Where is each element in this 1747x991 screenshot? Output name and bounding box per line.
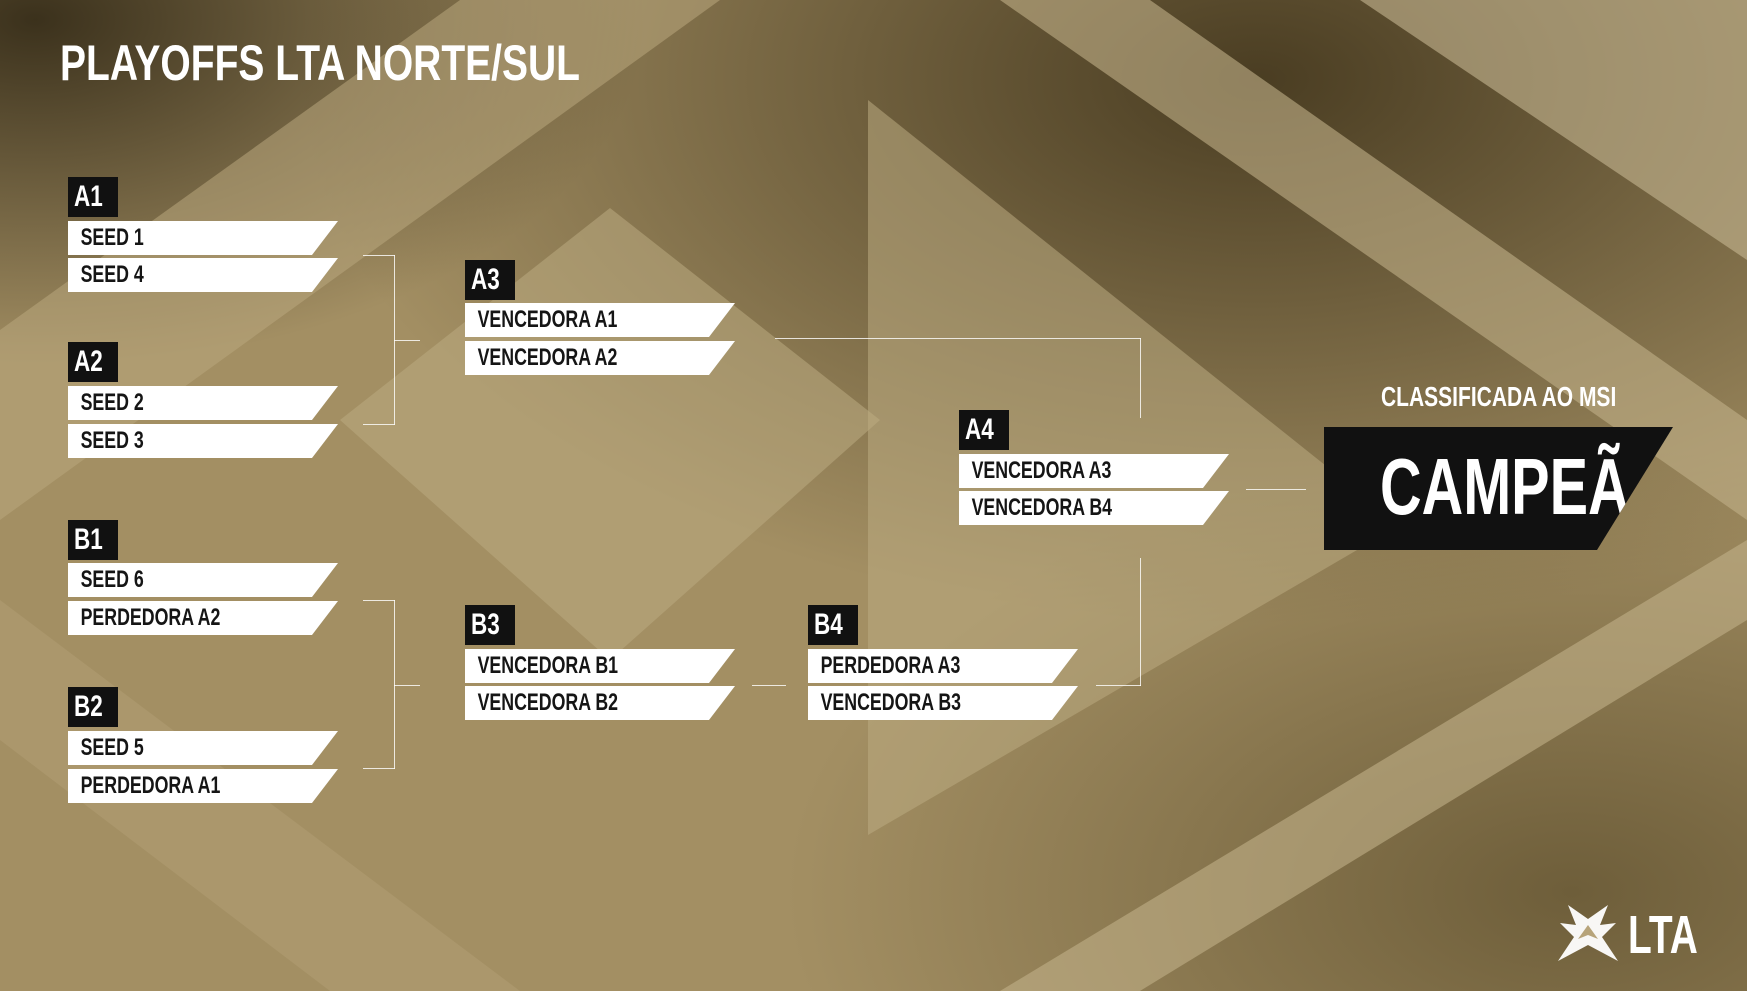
connector-line: [363, 255, 395, 256]
connector-line: [394, 685, 420, 686]
match-id-b4: B4: [808, 605, 859, 645]
match-b1-slot-2[interactable]: PERDEDORA A2: [68, 601, 338, 635]
connector-line: [775, 338, 1141, 339]
match-a2-slot-1[interactable]: SEED 2: [68, 386, 338, 420]
match-a2-slot-2[interactable]: SEED 3: [68, 424, 338, 458]
match-id-a2: A2: [68, 342, 119, 382]
match-id-a3: A3: [465, 260, 516, 300]
match-a4-slot-2[interactable]: VENCEDORA B4: [959, 491, 1229, 525]
match-a3-slot-2[interactable]: VENCEDORA A2: [465, 341, 735, 375]
connector-line: [1096, 685, 1141, 686]
lta-logo-icon: [1558, 905, 1618, 961]
connector-line: [1140, 338, 1141, 418]
connector-line: [394, 340, 420, 341]
match-b4-slot-1[interactable]: PERDEDORA A3: [808, 649, 1078, 683]
match-b3-slot-2[interactable]: VENCEDORA B2: [465, 686, 735, 720]
connector-line: [363, 600, 395, 601]
connector-line: [752, 685, 786, 686]
match-a1-slot-2[interactable]: SEED 4: [68, 258, 338, 292]
connector-line: [1140, 558, 1141, 686]
page-title: PLAYOFFS LTA NORTE/SUL: [60, 35, 581, 91]
logo-text: LTA: [1628, 905, 1698, 965]
match-id-a4: A4: [959, 410, 1010, 450]
match-b1-slot-1[interactable]: SEED 6: [68, 563, 338, 597]
match-id-b3: B3: [465, 605, 516, 645]
connector-line: [363, 768, 395, 769]
match-a3-slot-1[interactable]: VENCEDORA A1: [465, 303, 735, 337]
match-b3-slot-1[interactable]: VENCEDORA B1: [465, 649, 735, 683]
match-id-a1: A1: [68, 177, 119, 217]
connector-line: [394, 600, 395, 769]
match-b4-slot-2[interactable]: VENCEDORA B3: [808, 686, 1078, 720]
match-a4-slot-1[interactable]: VENCEDORA A3: [959, 454, 1229, 488]
qualify-label: CLASSIFICADA AO MSI: [1381, 381, 1617, 412]
connector-line: [1246, 489, 1306, 490]
match-a1-slot-1[interactable]: SEED 1: [68, 221, 338, 255]
champion-label: CAMPEÃ: [1380, 442, 1630, 531]
match-id-b1: B1: [68, 520, 119, 560]
match-b2-slot-2[interactable]: PERDEDORA A1: [68, 769, 338, 803]
match-b2-slot-1[interactable]: SEED 5: [68, 731, 338, 765]
connector-line: [363, 424, 395, 425]
match-id-b2: B2: [68, 687, 119, 727]
